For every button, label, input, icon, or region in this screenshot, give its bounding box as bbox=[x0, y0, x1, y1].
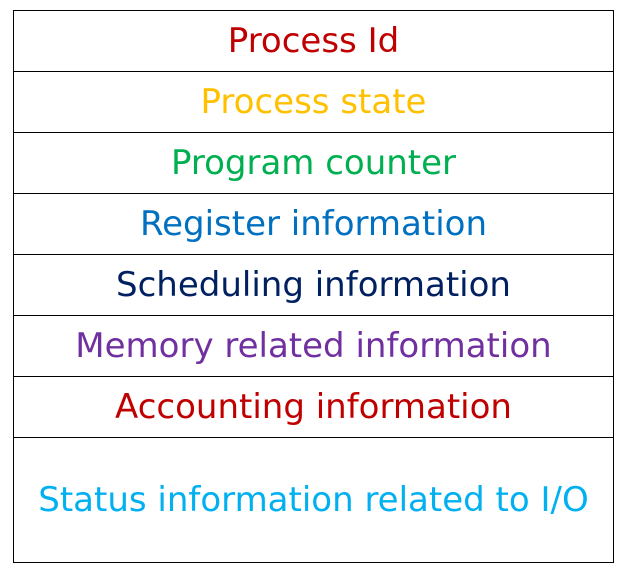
row-memory-related-information: Memory related information bbox=[14, 316, 613, 377]
row-register-information: Register information bbox=[14, 194, 613, 255]
row-scheduling-information: Scheduling information bbox=[14, 255, 613, 316]
row-label: Program counter bbox=[170, 143, 457, 183]
row-label: Status information related to I/O bbox=[38, 480, 589, 520]
row-label: Register information bbox=[139, 204, 488, 244]
row-process-id: Process Id bbox=[14, 11, 613, 72]
row-label: Process state bbox=[200, 82, 427, 122]
row-label: Process Id bbox=[227, 21, 400, 61]
row-status-information: Status information related to I/O bbox=[14, 438, 613, 562]
row-label: Accounting information bbox=[115, 387, 512, 427]
row-label: Memory related information bbox=[75, 326, 552, 366]
process-control-block-table: Process Id Process state Program counter… bbox=[13, 10, 614, 563]
row-program-counter: Program counter bbox=[14, 133, 613, 194]
row-accounting-information: Accounting information bbox=[14, 377, 613, 438]
row-label: Scheduling information bbox=[116, 265, 511, 305]
row-process-state: Process state bbox=[14, 72, 613, 133]
